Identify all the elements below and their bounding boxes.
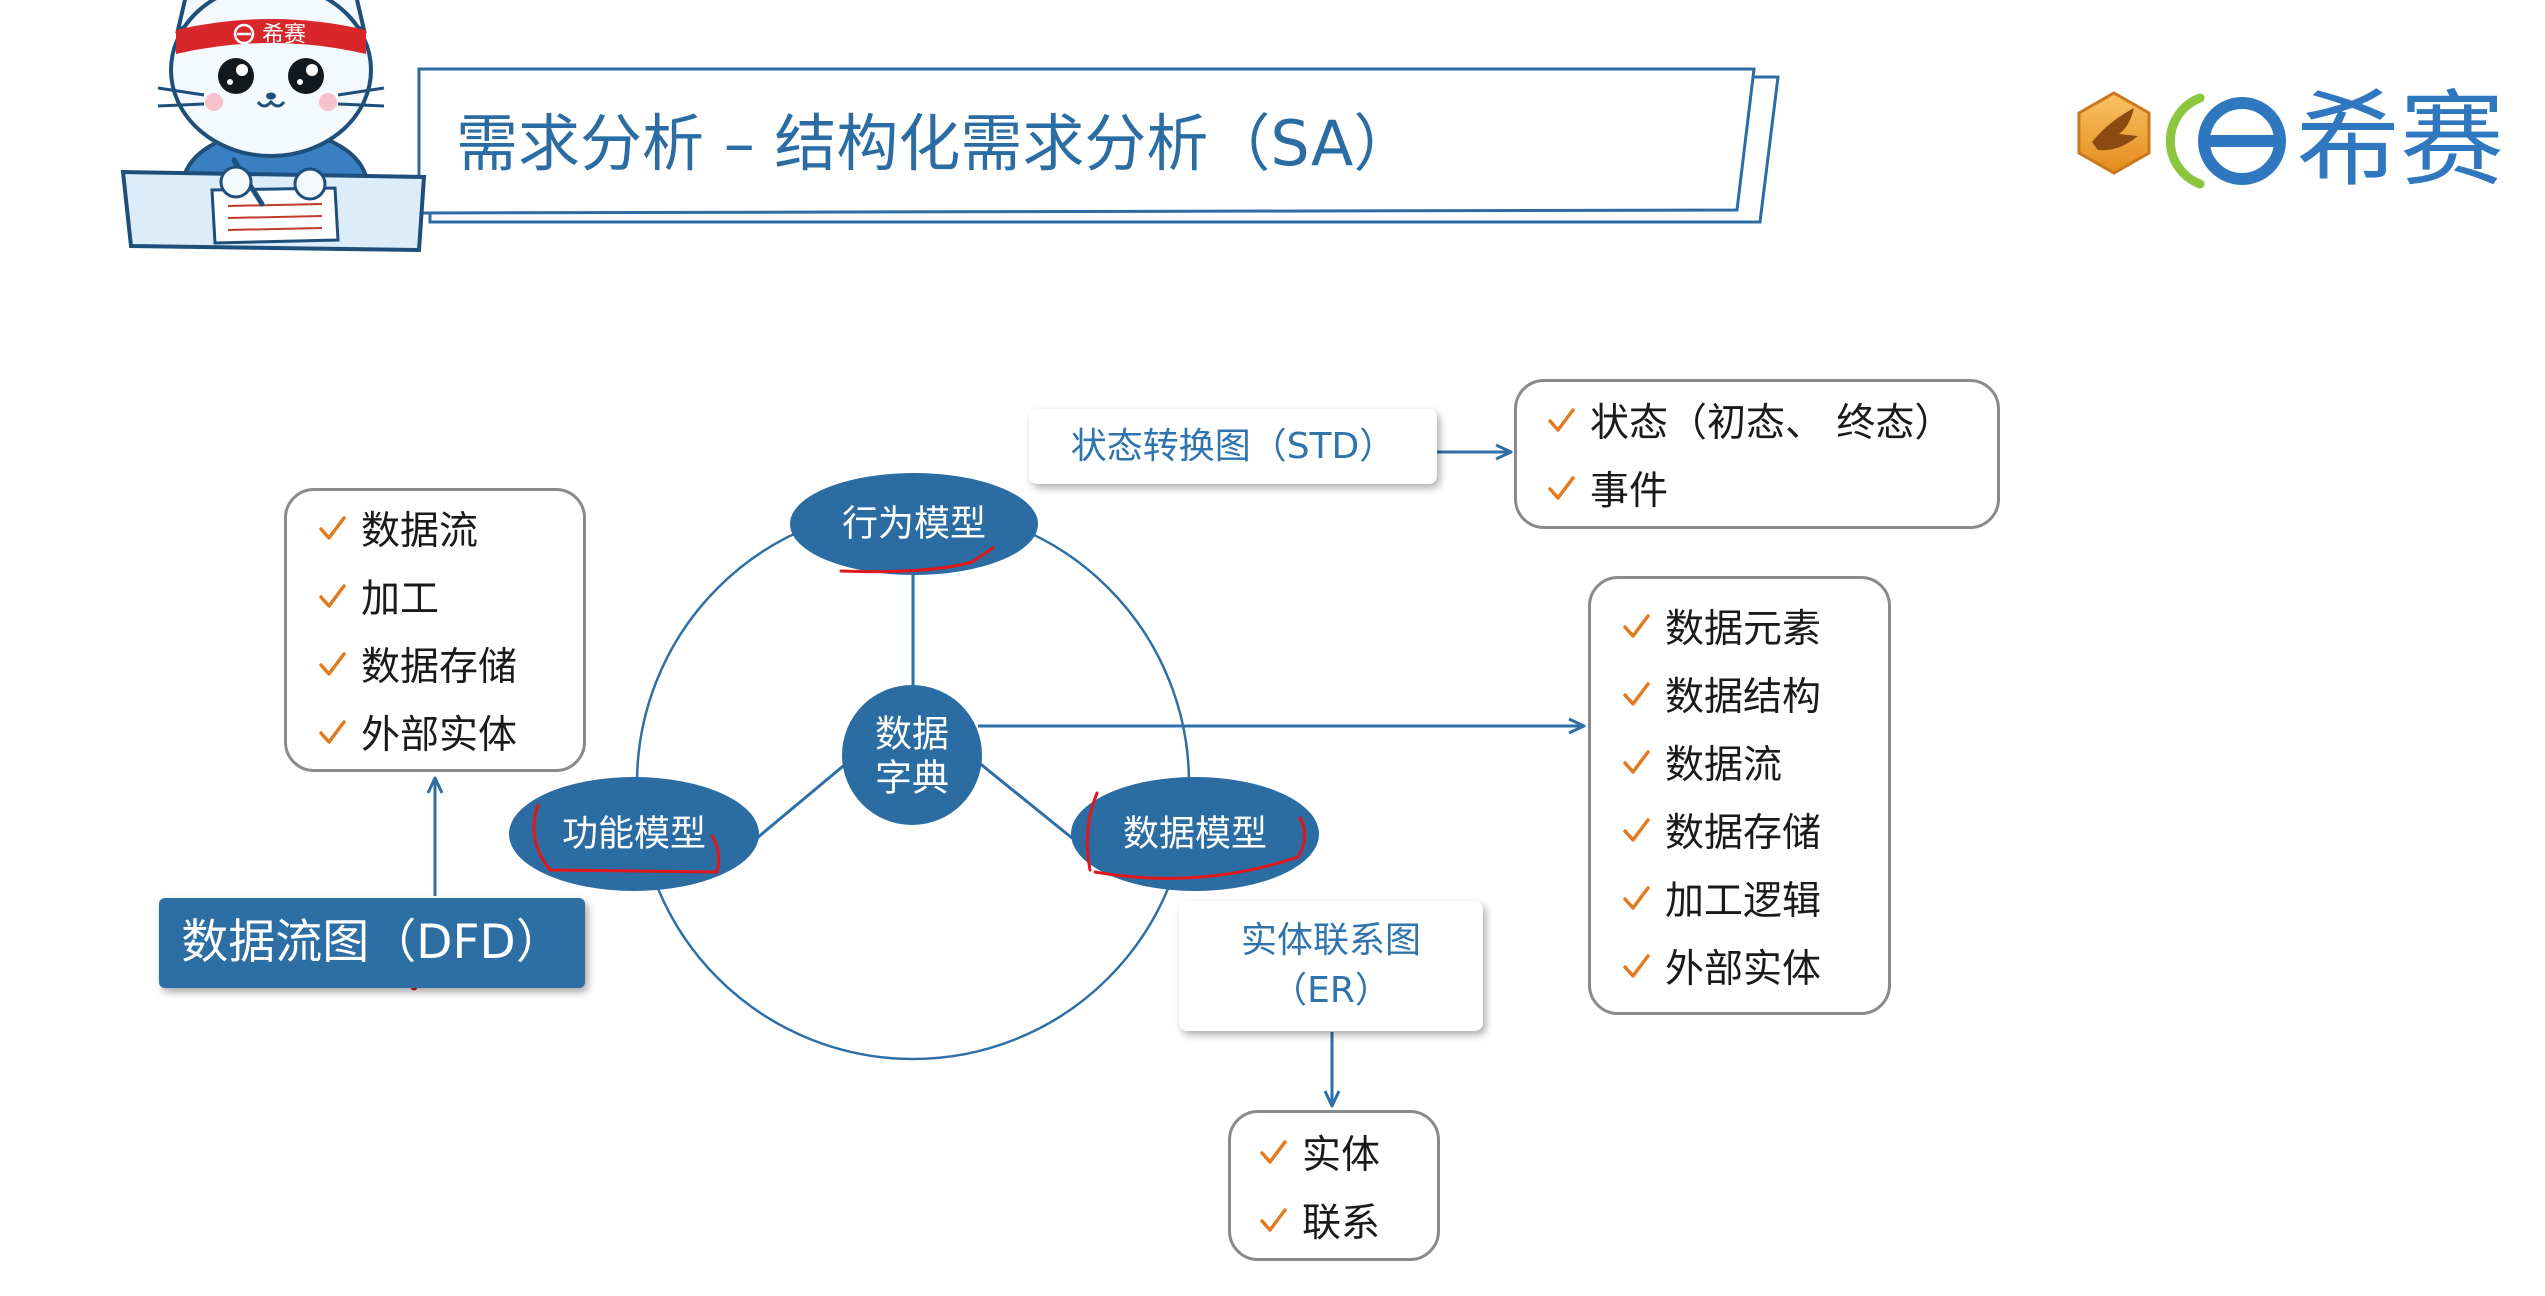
check-icon: [1260, 1139, 1287, 1164]
check-icon: [319, 720, 346, 744]
list-item-label: 数据存储: [361, 645, 518, 690]
check-icon: [1548, 476, 1575, 500]
er-label-line2: （ER）: [1271, 970, 1391, 1011]
list-item-label: 数据元素: [1665, 606, 1822, 652]
dfd-label-box: 数据流图（DFD）: [159, 898, 585, 988]
check-icon: [1548, 408, 1575, 432]
data-dictionary-line1: 数据: [875, 713, 949, 756]
er-label-line1: 实体联系图: [1240, 920, 1421, 961]
dictionary-items-box: 数据元素 数据结构 数据流 数据存储 加工逻辑 外部实体: [1588, 576, 1891, 1015]
list-item-label: 加工逻辑: [1665, 878, 1822, 924]
list-item-label: 联系: [1302, 1200, 1381, 1246]
check-icon: [1623, 749, 1650, 774]
function-model-label: 功能模型: [562, 814, 706, 855]
list-item: 实体: [1258, 1118, 1437, 1186]
behavior-model-node: 行为模型: [790, 473, 1038, 575]
list-item-label: 数据流: [1665, 742, 1783, 788]
connector-dictionary-function: [756, 760, 849, 840]
list-item: 数据流: [317, 494, 583, 562]
std-items-box: 状态（初态、 终态） 事件: [1514, 379, 2000, 529]
hexagon-bird-icon: [2077, 91, 2151, 175]
check-icon: [1623, 885, 1650, 910]
list-item: 数据存储: [317, 630, 583, 698]
er-items-box: 实体 联系: [1228, 1110, 1440, 1261]
data-model-node: 数据模型: [1071, 777, 1319, 891]
check-icon: [1260, 1207, 1287, 1232]
cat-mascot-illustration: 希赛: [120, 0, 427, 253]
list-item: 数据流: [1621, 728, 1888, 796]
list-item: 数据结构: [1621, 660, 1888, 728]
check-icon: [1623, 613, 1650, 638]
page-title: 需求分析 – 结构化需求分析（SA）: [456, 107, 1416, 180]
list-item: 外部实体: [1621, 932, 1888, 1000]
function-model-node: 功能模型: [509, 777, 759, 891]
check-icon: [1623, 817, 1650, 842]
std-label-box: 状态转换图（STD）: [1029, 409, 1437, 484]
check-icon: [1623, 953, 1650, 978]
brand-logo-text: 希赛: [2296, 79, 2505, 201]
mascot-headband-text: 希赛: [262, 23, 306, 48]
check-icon: [319, 652, 346, 676]
list-item: 联系: [1258, 1186, 1437, 1254]
list-item-label: 实体: [1302, 1132, 1381, 1178]
check-icon: [1623, 681, 1650, 706]
list-item-label: 事件: [1590, 469, 1669, 514]
list-item-label: 数据存储: [1665, 810, 1822, 856]
check-icon: [319, 584, 346, 608]
data-dictionary-node: 数据 字典: [842, 685, 982, 825]
list-item-label: 加工: [361, 577, 440, 622]
list-item: 加工逻辑: [1621, 864, 1888, 932]
data-dictionary-line2: 字典: [875, 757, 949, 800]
data-model-label: 数据模型: [1123, 814, 1267, 855]
er-label-box: 实体联系图 （ER）: [1179, 901, 1483, 1031]
behavior-model-label: 行为模型: [842, 504, 986, 545]
list-item: 状态（初态、 终态）: [1546, 386, 1997, 454]
list-item-label: 数据结构: [1665, 674, 1822, 720]
list-item-label: 外部实体: [361, 713, 518, 758]
list-item: 数据元素: [1621, 592, 1888, 660]
list-item: 事件: [1546, 454, 1997, 522]
check-icon: [319, 516, 346, 540]
dfd-items-box: 数据流 加工 数据存储 外部实体: [284, 488, 586, 772]
list-item-label: 状态（初态、 终态）: [1590, 401, 1954, 446]
list-item: 外部实体: [317, 698, 583, 766]
list-item: 加工: [317, 562, 583, 630]
red-annotation-marks: [410, 546, 1306, 991]
dfd-label: 数据流图（DFD）: [181, 915, 563, 970]
e-circle-icon: [2165, 93, 2286, 189]
list-item: 数据存储: [1621, 796, 1888, 864]
title-banner: [417, 67, 1780, 224]
connector-dictionary-data: [977, 760, 1073, 840]
list-item-label: 数据流: [361, 509, 479, 554]
std-label: 状态转换图（STD）: [1070, 425, 1396, 467]
list-item-label: 外部实体: [1665, 946, 1822, 992]
